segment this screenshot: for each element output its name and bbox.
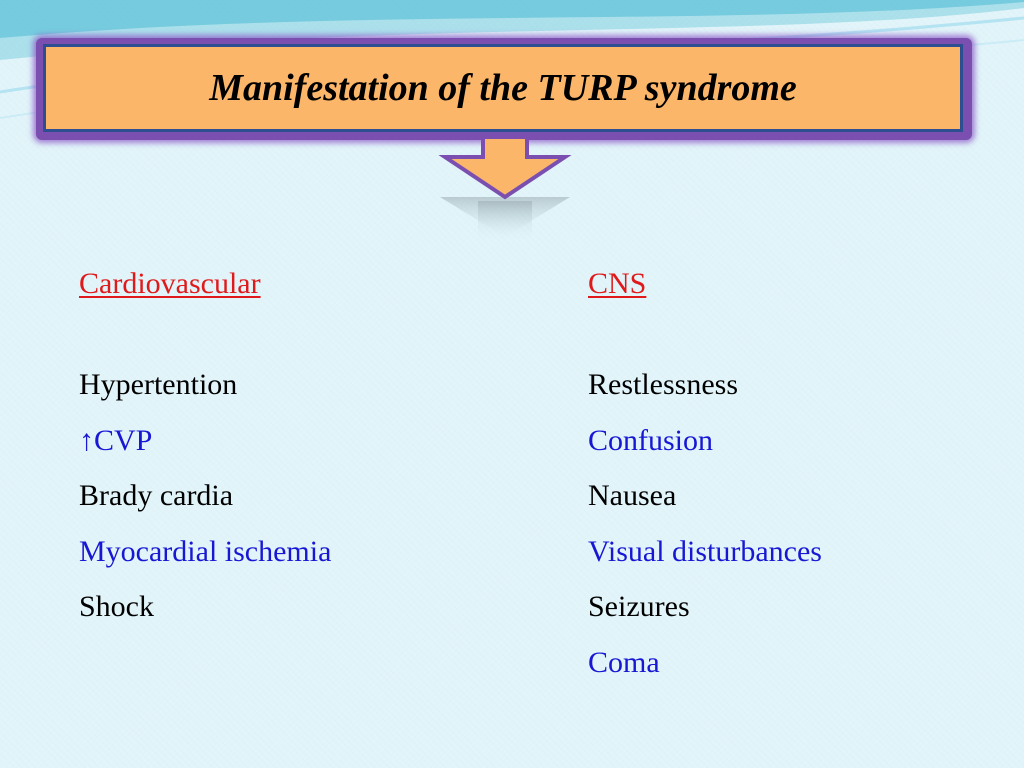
list-item: Seizures bbox=[588, 590, 690, 623]
cns-list: Restlessness Confusion Nausea Visual dis… bbox=[588, 357, 822, 690]
cardiovascular-column: Cardiovascular Hypertention ↑CVP Brady c… bbox=[79, 262, 331, 651]
cns-heading: CNS bbox=[588, 267, 647, 300]
title-box: Manifestation of the TURP syndrome bbox=[43, 44, 963, 132]
list-item: Brady cardia bbox=[79, 479, 234, 512]
list-item: ↑CVP bbox=[79, 423, 153, 457]
cardiovascular-heading: Cardiovascular bbox=[79, 267, 261, 300]
list-item: Visual disturbances bbox=[588, 534, 822, 568]
list-item: Nausea bbox=[588, 479, 677, 512]
list-item: Myocardial ischemia bbox=[79, 534, 332, 568]
list-item: Shock bbox=[79, 590, 154, 623]
down-arrow-icon bbox=[438, 135, 572, 241]
cardiovascular-list: Hypertention ↑CVP Brady cardia Myocardia… bbox=[79, 357, 331, 635]
list-item: Confusion bbox=[588, 423, 714, 457]
list-item: Hypertention bbox=[79, 368, 238, 401]
slide-title: Manifestation of the TURP syndrome bbox=[209, 67, 797, 109]
cns-column: CNS Restlessness Confusion Nausea Visual… bbox=[588, 262, 822, 706]
list-item: Coma bbox=[588, 645, 660, 679]
list-item: Restlessness bbox=[588, 368, 738, 401]
